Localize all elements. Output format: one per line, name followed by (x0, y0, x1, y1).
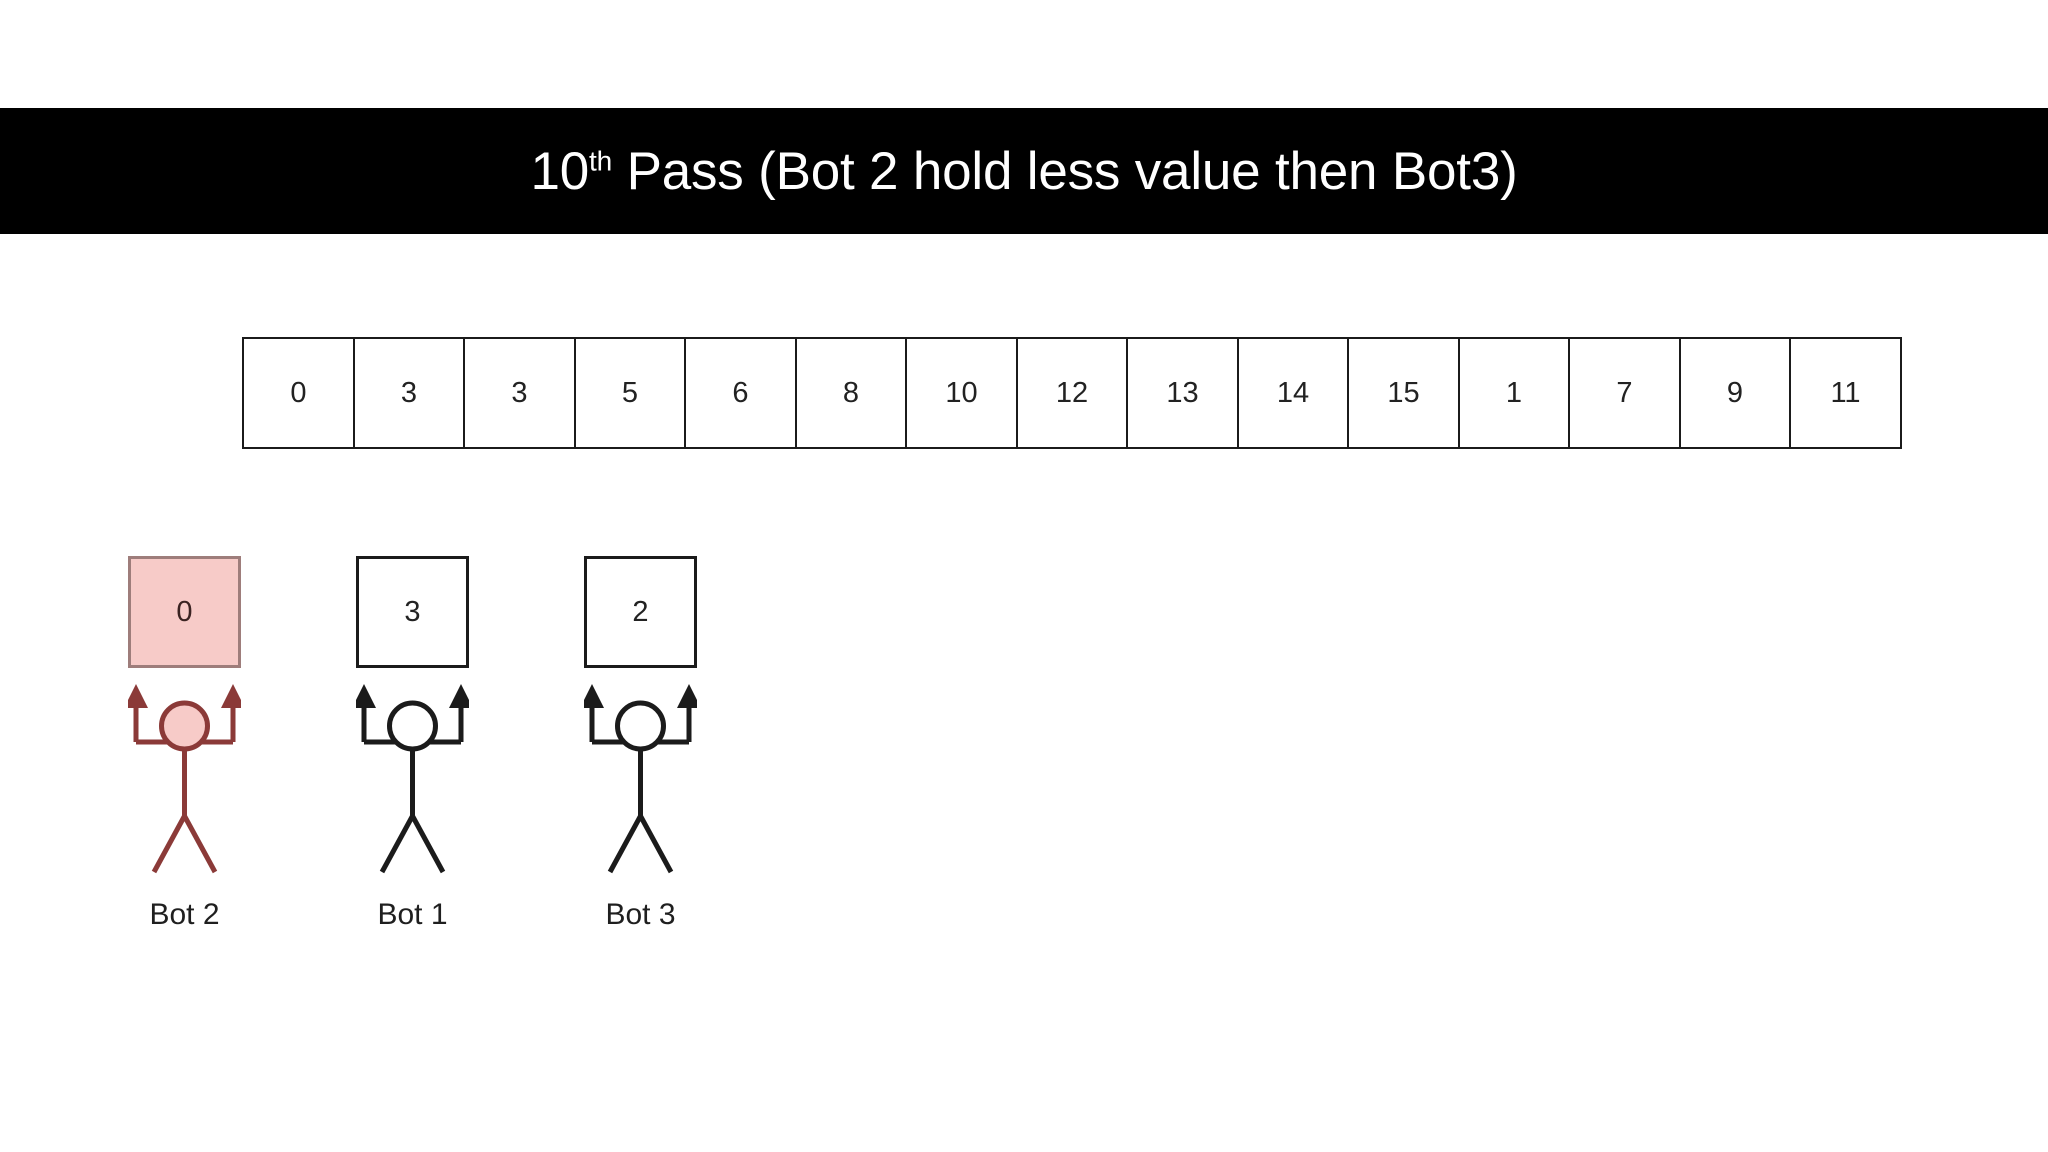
title-ordinal-suffix: th (589, 144, 613, 176)
bot-held-value-box: 2 (584, 556, 697, 668)
left-leg-line (607, 814, 643, 874)
array-cell: 5 (573, 337, 687, 449)
left-arrow-head-icon (128, 684, 148, 708)
array-cell: 3 (352, 337, 466, 449)
right-leg-line (410, 814, 446, 874)
left-arrow-head-icon (584, 684, 604, 708)
right-arrow-head-icon (449, 684, 469, 708)
bot-label: Bot 3 (605, 898, 676, 931)
array-cell: 15 (1347, 337, 1460, 449)
title-pass-number: 10 (530, 141, 590, 201)
left-leg-line (151, 814, 187, 874)
head-circle (159, 700, 210, 752)
array-cell: 1 (1457, 337, 1571, 449)
array-cell: 9 (1678, 337, 1792, 449)
array-cell: 3 (463, 337, 576, 449)
array-cell: 12 (1015, 337, 1129, 449)
head-circle (615, 700, 666, 752)
page-title: 10th Pass (Bot 2 hold less value then Bo… (530, 145, 1517, 198)
left-arrow-head-icon (356, 684, 376, 708)
array-cell: 7 (1568, 337, 1681, 449)
head-circle (387, 700, 438, 752)
bot-label: Bot 2 (149, 898, 220, 931)
array-cell: 11 (1789, 337, 1902, 449)
left-leg-line (379, 814, 415, 874)
array-cell: 10 (905, 337, 1018, 449)
stick-figure-icon (584, 684, 697, 874)
title-rest: Pass (Bot 2 hold less value then Bot3) (612, 141, 1518, 201)
array-cell: 0 (242, 337, 355, 449)
array-cell: 13 (1126, 337, 1239, 449)
right-arrow-head-icon (677, 684, 697, 708)
bot-label: Bot 1 (377, 898, 448, 931)
right-leg-line (638, 814, 674, 874)
bot-held-value-box: 0 (128, 556, 241, 668)
title-banner: 10th Pass (Bot 2 hold less value then Bo… (0, 108, 2048, 234)
right-leg-line (182, 814, 218, 874)
array-cell: 6 (684, 337, 797, 449)
right-arrow-head-icon (221, 684, 241, 708)
stick-figure-icon (356, 684, 469, 874)
array-cell: 14 (1236, 337, 1350, 449)
array-cell: 8 (794, 337, 908, 449)
bot-held-value-box: 3 (356, 556, 469, 668)
stick-figure-icon (128, 684, 241, 874)
